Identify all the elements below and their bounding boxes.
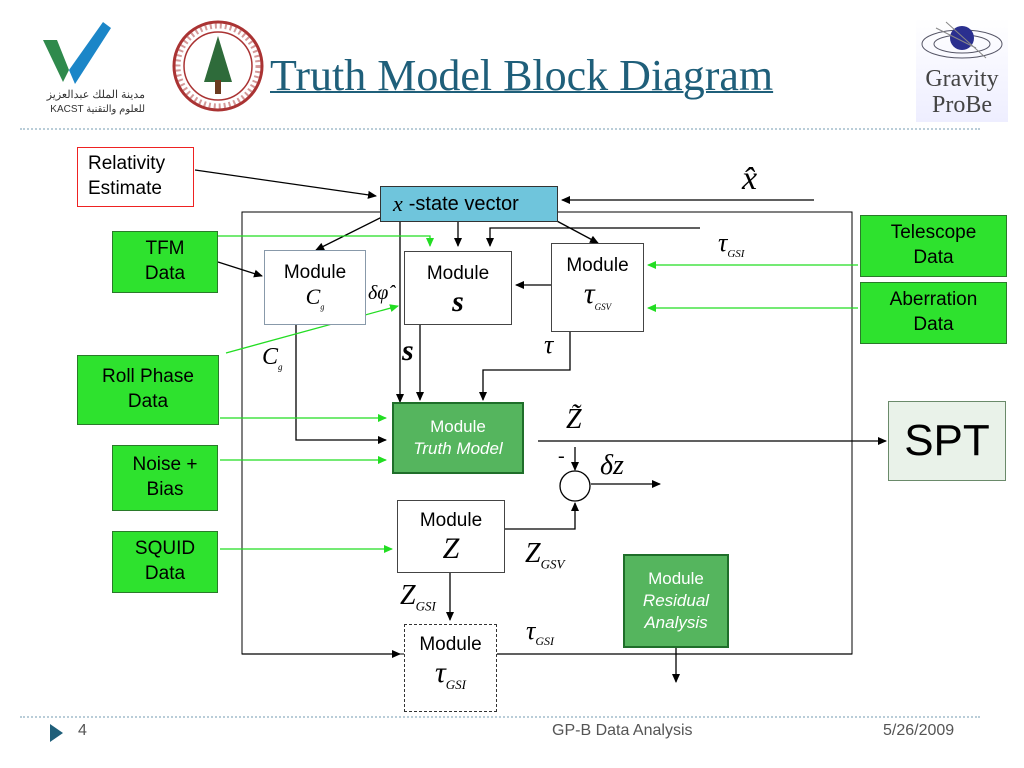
module-z: Module Z xyxy=(397,500,505,573)
module-tau-gsi-word: Module xyxy=(419,634,482,655)
kacst-logo-mark xyxy=(43,22,111,84)
signal-z-gsi-sub: GSI xyxy=(415,598,436,614)
tfm-data-line1: TFM xyxy=(145,238,185,260)
signal-cg-sub: g xyxy=(278,361,283,372)
summing-junction xyxy=(559,470,591,502)
state-vector-box: x -state vector xyxy=(380,186,558,222)
gravity-probe-mark xyxy=(921,21,1003,59)
signal-tau-gsi-top-main: τ xyxy=(718,228,728,257)
kacst-logo-text-ar: مدينة الملك عبدالعزيز xyxy=(46,89,145,101)
module-cg-symbol: Cg xyxy=(305,283,325,312)
signal-z-tilde: Z̃ xyxy=(566,404,582,435)
noise-bias-line2: Bias xyxy=(146,479,184,500)
module-tau-gsv-symbol: τGSV xyxy=(583,276,612,312)
state-vector-label: -state vector xyxy=(408,192,519,215)
tfm-data-box: TFM Data xyxy=(112,231,218,293)
signal-z-gsi-main: Z xyxy=(400,580,416,611)
module-cg: Module Cg xyxy=(264,250,366,325)
module-tau-gsv: Module τGSV xyxy=(551,243,644,332)
module-tau-gsv-word: Module xyxy=(566,255,629,276)
module-tau-gsi-symbol: τGSI xyxy=(435,655,466,692)
roll-phase-data-line2: Data xyxy=(127,391,169,412)
roll-phase-data-box: Roll Phase Data xyxy=(77,355,219,425)
kacst-logo: مدينة الملك عبدالعزيز KACST للعلوم والتق… xyxy=(25,18,165,118)
footer-divider xyxy=(20,716,980,718)
kacst-logo-text: KACST للعلوم والتقنية xyxy=(50,104,145,115)
relativity-estimate-box: Relativity Estimate xyxy=(77,147,194,207)
relativity-estimate-line2: Estimate xyxy=(88,178,162,199)
slide-nav-arrow-icon[interactable] xyxy=(50,724,63,742)
signal-cg: Cg xyxy=(262,344,283,372)
signal-z-gsi: ZGSI xyxy=(400,580,436,615)
state-vector-symbol: x xyxy=(393,191,403,216)
spt-output-box: SPT xyxy=(888,401,1006,481)
module-tau-gsv-symbol-sub: GSV xyxy=(594,301,612,312)
telescope-data-box: Telescope Data xyxy=(860,215,1007,277)
module-truth-model-name: Truth Model xyxy=(413,439,503,458)
signal-tau-gsi-top: τGSI xyxy=(718,228,744,260)
noise-bias-box: Noise + Bias xyxy=(112,445,218,511)
module-z-word: Module xyxy=(419,510,483,531)
signal-delta-phi: δφ̂ xyxy=(368,282,389,304)
module-cg-symbol-main: C xyxy=(305,283,321,309)
module-z-symbol: Z xyxy=(442,531,460,565)
signal-cg-main: C xyxy=(262,344,279,370)
signal-tau-gsi-bottom-main: τ xyxy=(526,616,536,645)
module-truth-model: Module Truth Model xyxy=(392,402,524,474)
noise-bias-line1: Noise + xyxy=(132,454,198,476)
module-s-word: Module xyxy=(426,263,490,284)
module-s: Module s xyxy=(404,251,512,325)
aberration-data-box: Aberration Data xyxy=(860,282,1007,344)
gravity-probe-text-2: ProBe xyxy=(932,92,992,118)
signal-z-gsv-main: Z xyxy=(525,538,541,569)
stanford-seal-logo xyxy=(172,20,264,112)
squid-data-line2: Data xyxy=(144,563,186,584)
gravity-probe-text-1: Gravity xyxy=(925,66,999,92)
module-tau-gsi: Module τGSI xyxy=(404,624,497,712)
module-tau-gsi-symbol-sub: GSI xyxy=(445,676,466,692)
roll-phase-data-line1: Roll Phase xyxy=(102,366,194,388)
signal-tau-gsi-top-sub: GSI xyxy=(727,248,745,261)
module-residual-line1: Residual xyxy=(642,590,710,610)
gravity-probe-logo: Gravity ProBe xyxy=(916,18,1008,122)
module-tau-gsv-symbol-main: τ xyxy=(583,276,595,310)
footer-date: 5/26/2009 xyxy=(883,722,955,739)
telescope-data-line1: Telescope xyxy=(890,222,977,244)
module-residual-line2: Analysis xyxy=(644,613,708,633)
tfm-data-line2: Data xyxy=(144,263,186,284)
signal-z-gsv: ZGSV xyxy=(525,538,564,573)
page-title: Truth Model Block Diagram xyxy=(270,51,774,100)
squid-data-line1: SQUID xyxy=(134,538,196,560)
squid-data-box: SQUID Data xyxy=(112,531,218,593)
signal-x-hat: x̂ xyxy=(742,160,758,197)
footer-center-text: GP-B Data Analysis xyxy=(552,722,693,739)
module-s-symbol: s xyxy=(452,284,464,318)
telescope-data-line2: Data xyxy=(913,247,954,268)
signal-minus: - xyxy=(558,445,565,467)
signal-s: s xyxy=(402,334,414,367)
header-divider xyxy=(20,128,980,130)
module-cg-symbol-sub: g xyxy=(320,302,325,312)
footer-page-number: 4 xyxy=(78,722,87,739)
module-tau-gsi-symbol-main: τ xyxy=(435,655,446,689)
aberration-data-line1: Aberration xyxy=(889,289,978,311)
signal-tau-gsi-bottom-sub: GSI xyxy=(535,634,554,649)
relativity-estimate-line1: Relativity xyxy=(88,153,166,175)
signal-tau-gsi-bottom: τGSI xyxy=(526,616,554,649)
module-residual-analysis: Module Residual Analysis xyxy=(623,554,729,648)
module-residual-word: Module xyxy=(648,568,704,588)
module-cg-word: Module xyxy=(283,262,347,283)
signal-tau: τ xyxy=(544,330,554,359)
module-truth-model-word: Module xyxy=(430,416,486,436)
spt-output-label: SPT xyxy=(904,416,990,466)
aberration-data-line2: Data xyxy=(913,314,954,335)
signal-delta-z: δz xyxy=(600,450,624,481)
signal-z-gsv-sub: GSV xyxy=(540,556,565,572)
